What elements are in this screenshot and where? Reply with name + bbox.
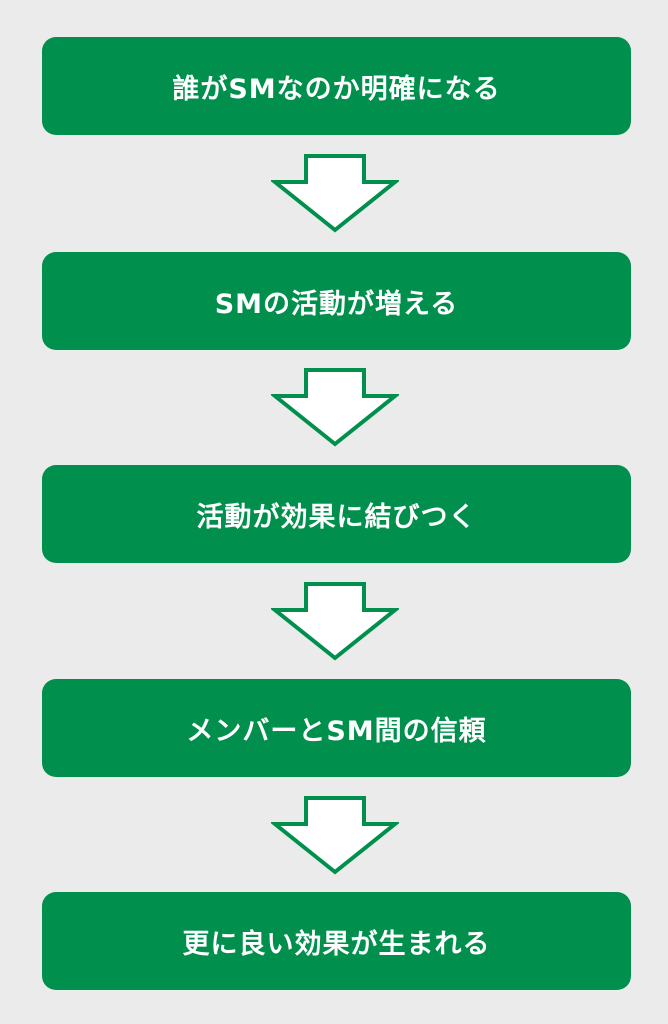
down-arrow-icon	[271, 368, 399, 448]
step-label: 誰がSMなのか明確になる	[172, 73, 501, 105]
step-box-3: 活動が効果に結びつく	[42, 465, 631, 563]
step-label: メンバーとSM間の信頼	[186, 715, 487, 747]
down-arrow-icon	[271, 796, 399, 876]
step-box-4: メンバーとSM間の信頼	[42, 679, 631, 777]
step-label: SMの活動が増える	[214, 288, 459, 320]
step-label: 活動が効果に結びつく	[196, 501, 477, 533]
step-box-1: 誰がSMなのか明確になる	[42, 37, 631, 135]
step-box-2: SMの活動が増える	[42, 252, 631, 350]
step-label: 更に良い効果が生まれる	[182, 928, 491, 960]
down-arrow-icon	[271, 154, 399, 234]
down-arrow-icon	[271, 582, 399, 662]
step-box-5: 更に良い効果が生まれる	[42, 892, 631, 990]
